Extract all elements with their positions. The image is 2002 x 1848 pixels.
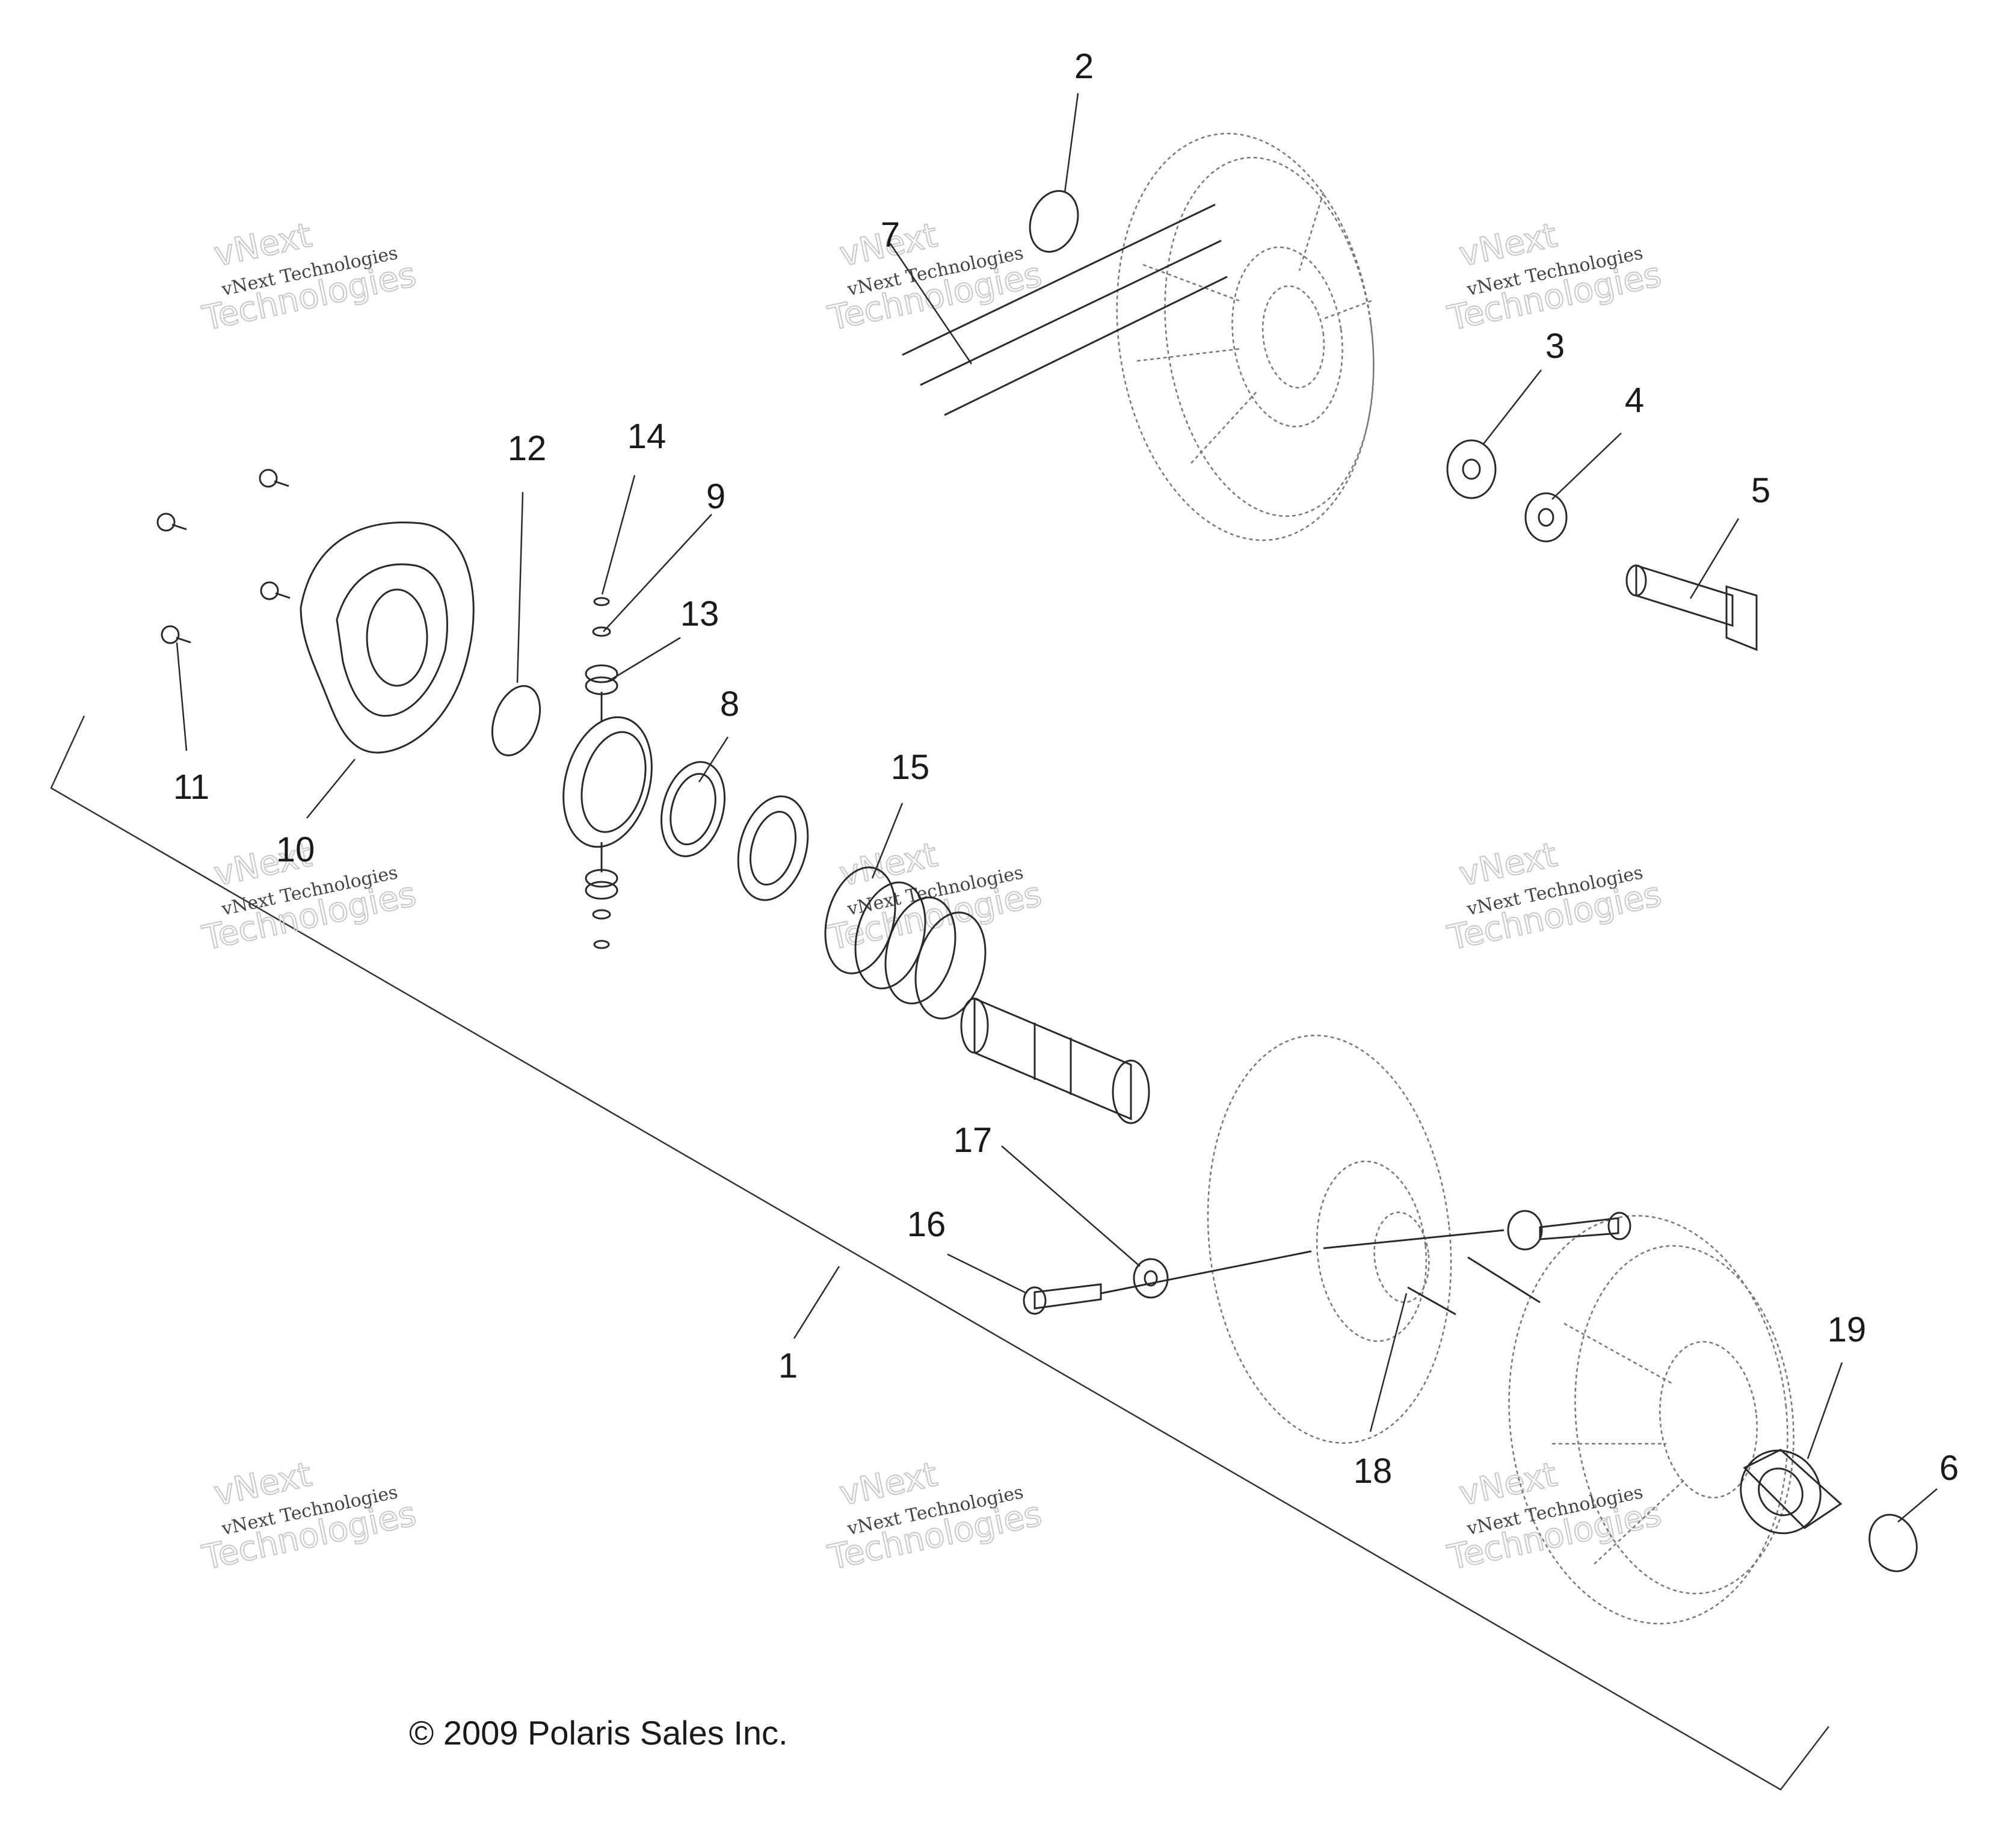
watermark: vNext vNext Technologies Technologies [1444,1455,1665,1578]
drive-belt [902,203,1228,416]
callout-19: 19 [1828,1310,1867,1349]
callout-13: 13 [680,594,719,633]
callout-8: 8 [720,685,739,724]
watermark: vNext vNext Technologies Technologies [824,1455,1046,1578]
callout-2: 2 [1074,47,1094,86]
copyright-notice: © 2009 Polaris Sales Inc. [409,1714,788,1752]
callout-9: 9 [706,477,725,516]
callout-1: 1 [778,1346,798,1385]
callout-3: 3 [1545,327,1565,366]
retaining-ring-2 [1029,189,1079,253]
snap-ring-12 [491,685,541,757]
spider-8 [660,761,809,901]
callout-6: 6 [1939,1449,1959,1488]
callout-12: 12 [508,429,547,468]
callout-10: 10 [276,830,315,869]
moveable-sheave [1207,1034,1452,1444]
callout-4: 4 [1625,381,1644,420]
watermark-group: vNext vNext Technologies Technologies vN… [199,215,1665,1578]
washer-3 [1446,439,1497,499]
callout-15: 15 [891,748,930,787]
watermark: vNext vNext Technologies Technologies [824,835,1046,959]
callout-18: 18 [1354,1452,1393,1491]
watermark: vNext vNext Technologies Technologies [824,215,1046,339]
bearing-19 [1740,1449,1843,1535]
watermark: vNext vNext Technologies Technologies [199,1455,420,1578]
watermark: vNext vNext Technologies Technologies [1444,215,1665,339]
fixed-sheave [1508,1215,1794,1625]
callout-labels: 1 2 3 4 5 6 7 8 9 10 11 12 13 14 15 16 1… [173,47,1959,1491]
callout-7: 7 [881,215,900,254]
callout-11: 11 [173,768,209,807]
snap-ring-6 [1868,1514,1918,1572]
callout-16: 16 [907,1205,946,1244]
cover-housing-10 [300,522,475,754]
assembly-frame [50,715,1829,1791]
callout-5: 5 [1751,471,1770,510]
shaft [960,997,1150,1124]
callout-14: 14 [627,417,667,456]
washer-4 [1524,492,1568,543]
screws-11 [156,469,291,644]
bolt-5 [1625,564,1758,651]
callout-17: 17 [953,1121,993,1160]
cam-spider-assembly [562,597,653,949]
watermark: vNext vNext Technologies Technologies [199,215,420,339]
roller-pins [1023,1210,1631,1316]
leader-lines [176,93,1938,1523]
spring-15 [824,866,987,1020]
watermark: vNext vNext Technologies Technologies [1444,835,1665,959]
upper-sheave [1116,132,1375,541]
